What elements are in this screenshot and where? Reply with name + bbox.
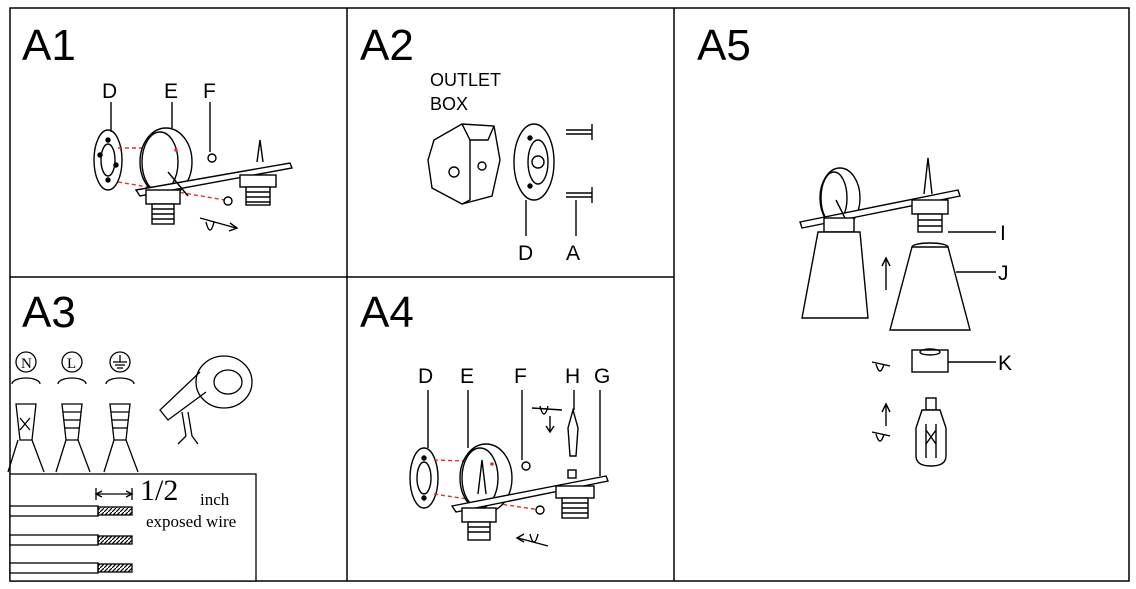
a1-label-f: F xyxy=(203,80,216,103)
a1-label-d: D xyxy=(102,80,117,103)
a1-label-e: E xyxy=(164,80,178,103)
a4-illustration xyxy=(409,390,609,547)
a1-illustration xyxy=(93,102,293,232)
a3-terminal-icons xyxy=(11,351,135,385)
a5-label-j: J xyxy=(998,262,1009,285)
panel-title-a3: A3 xyxy=(22,288,76,337)
panel-grid xyxy=(9,7,1130,582)
a4-label-f: F xyxy=(514,365,527,388)
a3-strip-unit: inch xyxy=(200,490,230,509)
a3-terminal-l: L xyxy=(67,356,76,372)
a5-illustration xyxy=(799,157,996,467)
a2-outlet-label-line1: OUTLET xyxy=(430,70,501,90)
a3-strip-caption: exposed wire xyxy=(146,512,236,531)
a2-label-a: A xyxy=(566,242,580,265)
a3-wire-nuts xyxy=(7,403,139,473)
a5-label-k: K xyxy=(998,352,1012,375)
a2-label-d: D xyxy=(518,242,533,265)
a4-label-d: D xyxy=(418,365,433,388)
a2-illustration xyxy=(427,123,593,236)
panel-title-a2: A2 xyxy=(360,21,414,70)
a3-tape-roll xyxy=(159,355,253,445)
a4-label-g: G xyxy=(594,365,610,388)
a3-strip-fraction: 1/2 xyxy=(140,474,178,507)
a3-strip-gauge xyxy=(9,473,257,582)
a2-outlet-label-line2: BOX xyxy=(430,94,468,114)
panel-title-a4: A4 xyxy=(360,288,414,337)
panel-title-a1: A1 xyxy=(22,21,76,70)
a4-label-h: H xyxy=(565,365,580,388)
panel-title-a5: A5 xyxy=(697,21,751,70)
a5-label-i: I xyxy=(1000,222,1006,245)
a4-label-e: E xyxy=(460,365,474,388)
a3-terminal-n: N xyxy=(21,356,32,372)
